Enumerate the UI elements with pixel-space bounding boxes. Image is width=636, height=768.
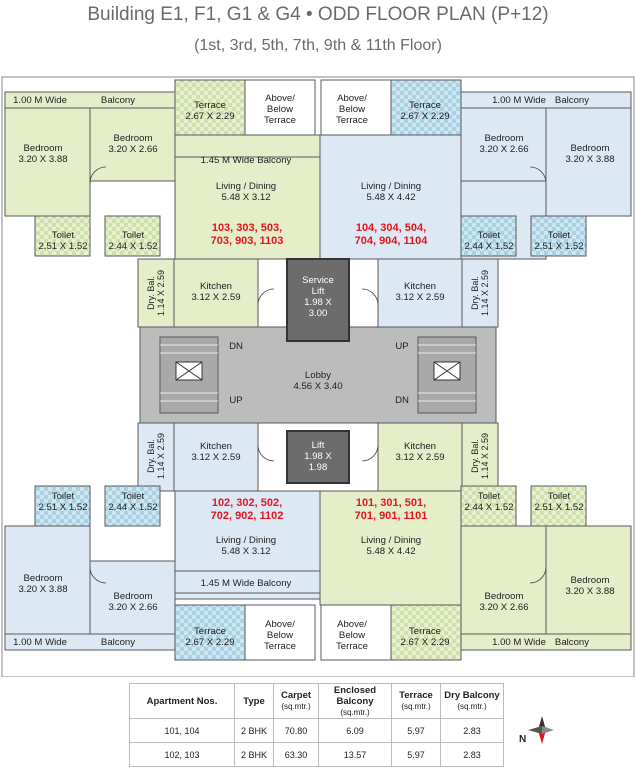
table-cell: 102, 103: [129, 742, 235, 767]
balcony-label: 1.45 M Wide Balcony: [200, 578, 292, 589]
stair-up-label: UP: [395, 341, 409, 352]
table-header: Terrace(sq.mtr.): [391, 683, 441, 719]
north-arrow-icon: N: [519, 716, 554, 745]
stair-up-label: UP: [229, 395, 243, 406]
table-cell: 2 BHK: [234, 742, 274, 767]
stair-dn-label: DN: [395, 395, 409, 406]
dry-balcony-label: Dry. Bal.1.14 X 2.59: [470, 432, 490, 480]
floor-plan: [1, 76, 635, 677]
unit-numbers-label: 103, 303, 503,703, 903, 1103: [210, 222, 284, 247]
core-lobby: [139, 258, 497, 484]
balcony-label: 1.00 M Wide: [13, 95, 67, 106]
table-cell: 13.57: [318, 742, 392, 767]
dry-balcony-label: Dry. Bal.1.14 X 2.59: [146, 269, 166, 317]
table-row: 101, 104 2 BHK 70.80 6.09 5.97 2.83: [129, 718, 504, 743]
table-cell: 2.83: [440, 718, 504, 743]
door-swings: [89, 166, 547, 584]
table-cell: 63.30: [273, 742, 319, 767]
plan-title: Building E1, F1, G1 & G4 • ODD FLOOR PLA…: [87, 4, 549, 25]
table-header: Enclosed Balcony(sq.mtr.): [318, 683, 392, 719]
table-cell: 101, 104: [129, 718, 235, 743]
north-label: N: [519, 734, 526, 745]
apartment-top-left: [4, 79, 321, 328]
balcony-label: 1.00 M Wide: [492, 637, 546, 648]
balcony-label: Balcony: [100, 95, 136, 106]
apartment-top-right: [319, 79, 632, 328]
table-header: Carpet(sq.mtr.): [273, 683, 319, 719]
balcony-label: 1.00 M Wide: [13, 637, 67, 648]
balcony-label: 1.00 M Wide: [492, 95, 546, 106]
table-cell: 5.97: [391, 718, 441, 743]
plan-subtitle: (1st, 3rd, 5th, 7th, 9th & 11th Floor): [194, 37, 442, 54]
table-cell: 2 BHK: [234, 718, 274, 743]
balcony-label: Balcony: [100, 637, 136, 648]
table-header: Dry Balcony(sq.mtr.): [440, 683, 504, 719]
unit-numbers-label: 104, 304, 504,704, 904, 1104: [354, 222, 428, 247]
table-header: Apartment Nos.: [129, 683, 235, 719]
table-cell: 5.97: [391, 742, 441, 767]
table-header-row: Apartment Nos. Type Carpet(sq.mtr.) Encl…: [129, 683, 504, 719]
balcony-label: Balcony: [554, 95, 590, 106]
unit-numbers-label: 101, 301, 501,701, 901, 1101: [354, 497, 428, 522]
apartment-bottom-right: [319, 422, 632, 661]
table-cell: 2.83: [440, 742, 504, 767]
table-cell: 6.09: [318, 718, 392, 743]
table-cell: 70.80: [273, 718, 319, 743]
apartment-bottom-left: [4, 422, 321, 661]
dry-balcony-label: Dry. Bal.1.14 X 2.59: [470, 269, 490, 317]
unit-numbers-label: 102, 302, 502,702, 902, 1102: [210, 497, 284, 522]
balcony-label: 1.45 M Wide Balcony: [200, 155, 292, 166]
table-row: 102, 103 2 BHK 63.30 13.57 5.97 2.83: [129, 742, 504, 767]
table-header: Type: [234, 683, 274, 719]
dry-balcony-label: Dry. Bal.1.14 X 2.59: [146, 432, 166, 480]
balcony-label: Balcony: [554, 637, 590, 648]
stair-dn-label: DN: [229, 341, 243, 352]
area-table: Apartment Nos. Type Carpet(sq.mtr.) Encl…: [129, 683, 504, 767]
